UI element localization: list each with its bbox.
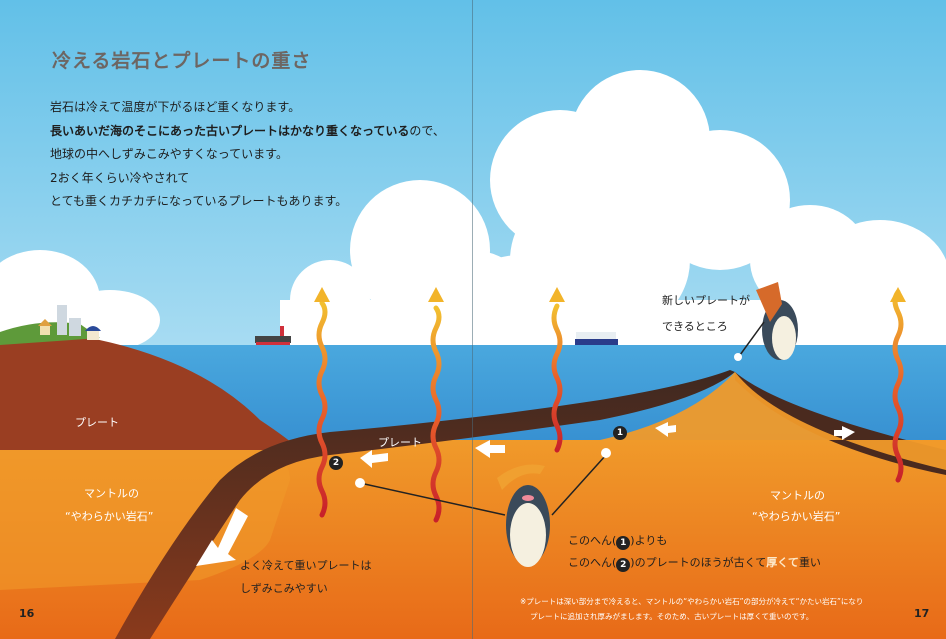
heat-arrows bbox=[316, 289, 904, 523]
label-mantle-right-line2: “やわらかい岩石” bbox=[752, 510, 841, 523]
paragraph-line-2-rest: ので、 bbox=[409, 123, 445, 138]
continental-plate bbox=[0, 335, 300, 450]
mid-ocean-ridge bbox=[600, 372, 946, 470]
page-number-left: 16 bbox=[19, 607, 35, 620]
comparison-explanation: このへん(1)よりも このへん(2)のプレートのほうが古くて厚くて重い bbox=[568, 530, 821, 574]
label-sinking-line2: しずみこみやすい bbox=[240, 582, 328, 595]
highlight-thick: 厚くて bbox=[766, 556, 799, 569]
inline-marker-1: 1 bbox=[616, 536, 631, 550]
page-number-right: 17 bbox=[914, 607, 930, 620]
footnote-line-2: プレートに追加され厚みがまします。そのため、古いプレートは厚くて重いのです。 bbox=[530, 612, 814, 621]
footnote-line-1: ※プレートは深い部分まで冷えると、マントルの“やわらかい岩石”の部分が冷えて“か… bbox=[520, 597, 864, 606]
ship-left bbox=[255, 326, 291, 345]
label-ridge-line2: できるところ bbox=[662, 320, 728, 333]
ship-right bbox=[575, 332, 618, 345]
label-continental-plate: プレート bbox=[75, 416, 119, 429]
paragraph-line-4: 2おく年くらい冷やされて bbox=[50, 170, 190, 185]
label-sinking-line1: よく冷えて重いプレートは bbox=[240, 559, 372, 572]
paragraph-line-5: とても重くカチカチになっているプレートもあります。 bbox=[50, 194, 348, 208]
label-ridge-line1: 新しいプレートが bbox=[662, 294, 750, 307]
heat-arrowheads bbox=[314, 287, 906, 302]
page-gutter bbox=[472, 0, 473, 639]
paragraph-line-1: 岩石は冷えて温度が下がるほど重くなります。 bbox=[50, 100, 301, 114]
paragraph-line-2: 長いあいだ海のそこにあった古いプレートはかなり重くなっているので、 bbox=[50, 120, 445, 144]
oceanic-plate-left bbox=[115, 370, 735, 639]
explanation-line-1: このへん(1)よりも bbox=[568, 534, 668, 550]
explanation-line-2: このへん(2)のプレートのほうが古くて厚くて重い bbox=[568, 556, 821, 572]
label-mantle-left-line1: マントルの bbox=[84, 487, 139, 500]
label-oceanic-plate: プレート bbox=[378, 436, 422, 449]
footnote: ※プレートは深い部分まで冷えると、マントルの“やわらかい岩石”の部分が冷えて“か… bbox=[520, 594, 863, 624]
marker-2-badge: 2 bbox=[329, 456, 343, 470]
penguin-ridge bbox=[734, 282, 798, 361]
label-mantle-left-line2: “やわらかい岩石” bbox=[65, 510, 154, 523]
label-mantle-right-line1: マントルの bbox=[770, 489, 825, 502]
town-buildings bbox=[38, 305, 101, 340]
motion-arrows bbox=[196, 422, 855, 566]
inline-marker-2: 2 bbox=[616, 558, 631, 572]
paragraph-line-3: 地球の中へしずみこみやすくなっています。 bbox=[50, 147, 288, 161]
penguin-pointer bbox=[355, 448, 611, 567]
paragraph-line-2-bold: 長いあいだ海のそこにあった古いプレートはかなり重くなっている bbox=[50, 123, 410, 138]
intro-paragraph: 岩石は冷えて温度が下がるほど重くなります。 長いあいだ海のそこにあった古いプレー… bbox=[50, 96, 445, 214]
marker-1-badge: 1 bbox=[613, 426, 627, 440]
page-title: 冷える岩石とプレートの重さ bbox=[52, 50, 312, 72]
clouds bbox=[0, 70, 946, 352]
